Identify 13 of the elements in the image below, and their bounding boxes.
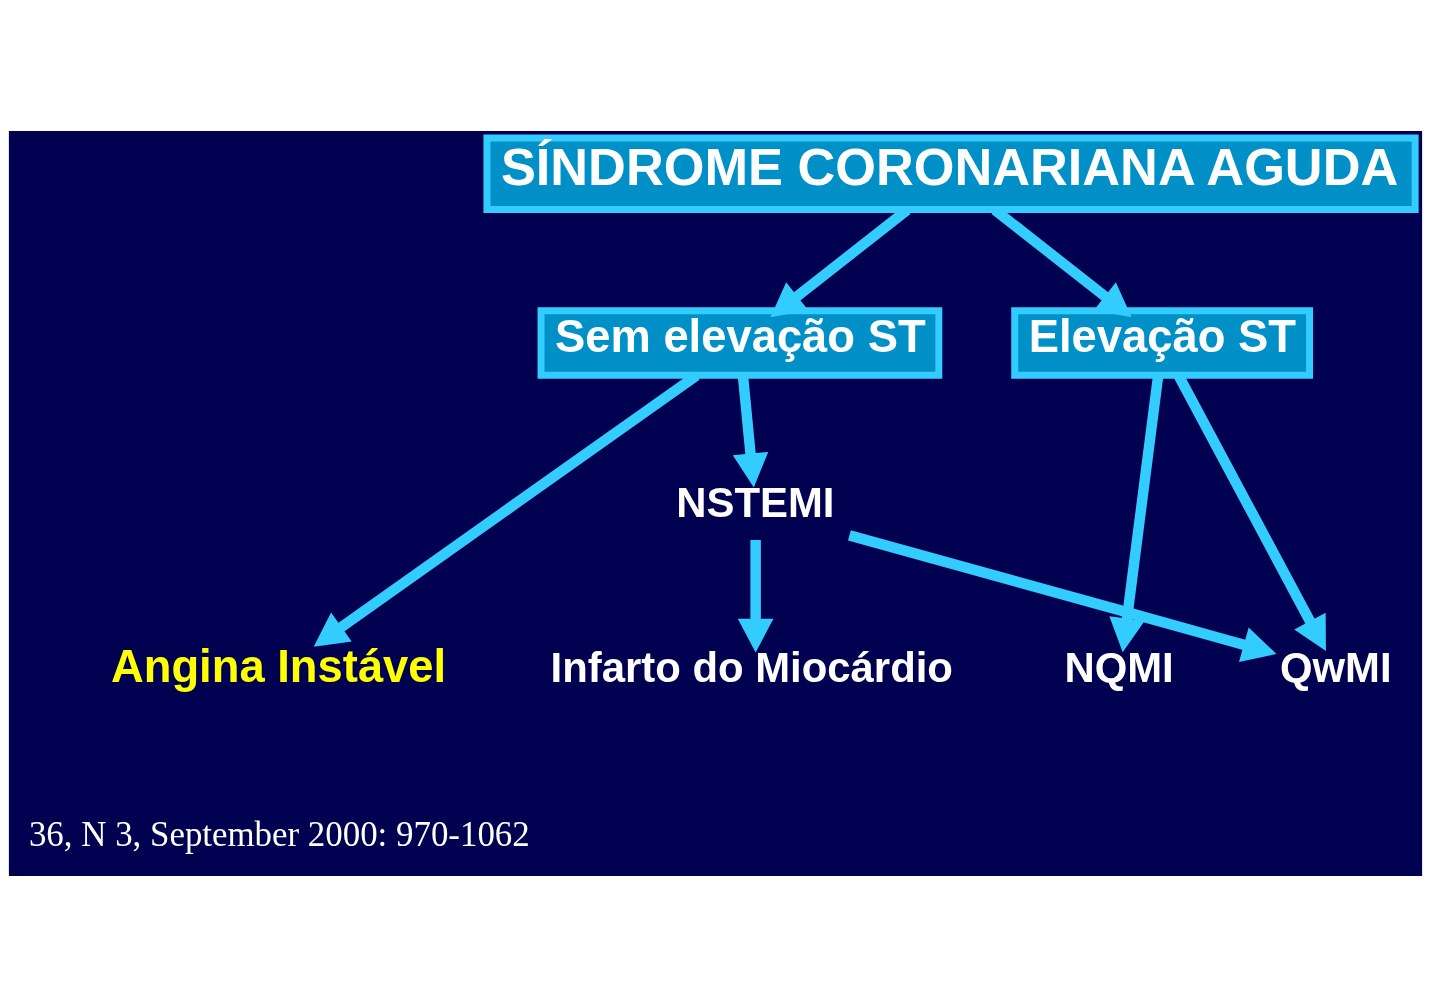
node-box: Elevação ST bbox=[1011, 307, 1314, 379]
arrow bbox=[732, 375, 769, 488]
node-text: NQMI bbox=[1064, 643, 1174, 691]
node-box: Sem elevação ST bbox=[537, 307, 943, 379]
arrow bbox=[848, 530, 1277, 662]
label: 36, N 3, September 2000: 970-1062 bbox=[28, 815, 530, 855]
node-text: NSTEMI bbox=[676, 478, 835, 526]
node-text: QwMI bbox=[1279, 643, 1392, 691]
arrow bbox=[313, 371, 700, 647]
arrow bbox=[737, 539, 774, 653]
node-box: SÍNDROME CORONARIANA AGUDA bbox=[483, 134, 1419, 213]
node-text: Angina Instável bbox=[110, 640, 447, 692]
node-text: Infarto do Miocárdio bbox=[550, 643, 953, 691]
